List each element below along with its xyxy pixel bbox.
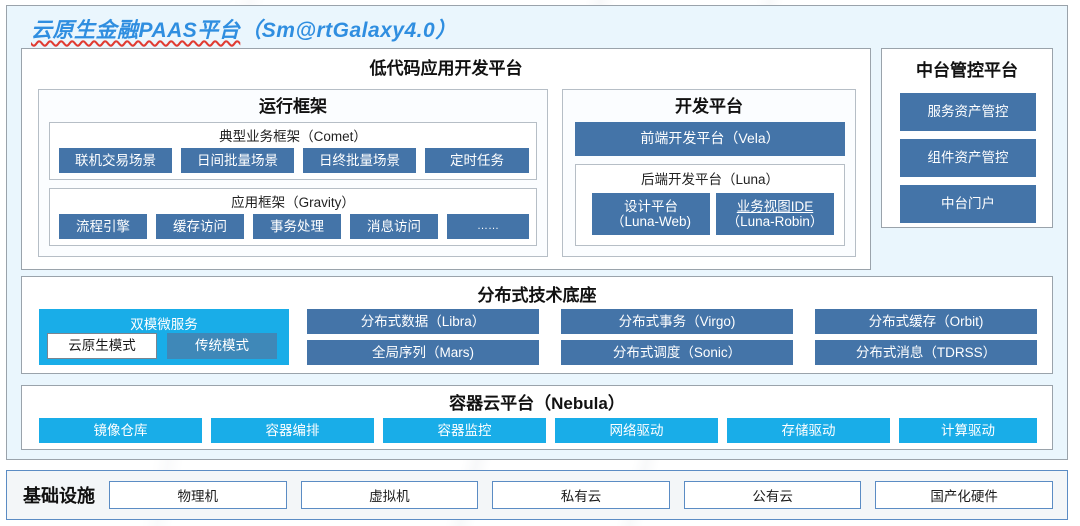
infrastructure-box-1[interactable]: 虚拟机: [300, 481, 479, 509]
midplatform-control-card: 中台管控平台 服务资产管控 组件资产管控 中台门户: [881, 48, 1053, 228]
infrastructure-box-0[interactable]: 物理机: [109, 481, 287, 509]
runtime-framework-title: 运行框架: [259, 97, 327, 116]
distributed-chip-0[interactable]: 分布式数据（Libra）: [307, 309, 539, 334]
lowcode-platform-title: 低代码应用开发平台: [369, 59, 523, 78]
page-title: 云原生金融PAAS平台（Sm@rtGalaxy4.0）: [31, 14, 457, 44]
backend-dev-platform-card: 后端开发平台（Luna） 设计平台 （Luna-Web) 业务视图IDE （Lu…: [575, 164, 845, 246]
infrastructure-box-3[interactable]: 公有云: [683, 481, 862, 509]
distributed-chip-1[interactable]: 全局序列（Mars): [307, 340, 539, 365]
dual-mode-microservice-title: 双模微服务: [130, 317, 198, 332]
midplatform-chip-0[interactable]: 服务资产管控: [900, 93, 1036, 131]
page-title-english: （Sm@rtGalaxy4.0）: [240, 19, 457, 42]
infrastructure-label: 基础设施: [23, 486, 95, 506]
luna-web-chip-line2: （Luna-Web): [610, 214, 692, 229]
infrastructure-panel: 基础设施 物理机 虚拟机 私有云 公有云 国产化硬件: [6, 470, 1068, 520]
luna-web-chip[interactable]: 设计平台 （Luna-Web): [592, 193, 710, 235]
gravity-chip-4[interactable]: ……: [447, 214, 529, 239]
gravity-chip-2[interactable]: 事务处理: [253, 214, 341, 239]
dual-mode-microservice-block: 双模微服务 云原生模式 传统模式: [39, 309, 289, 365]
comet-chip-3[interactable]: 定时任务: [425, 148, 529, 173]
comet-framework-card: 典型业务框架（Comet） 联机交易场景 日间批量场景 日终批量场景 定时任务: [49, 122, 537, 180]
gravity-chip-3[interactable]: 消息访问: [350, 214, 438, 239]
dual-mode-chip-cloudnative[interactable]: 云原生模式: [47, 333, 157, 359]
distributed-chip-2[interactable]: 分布式事务（Virgo): [561, 309, 793, 334]
infrastructure-items-row: 物理机 虚拟机 私有云 公有云 国产化硬件: [109, 481, 1067, 509]
container-cloud-card: 容器云平台（Nebula） 镜像仓库 容器编排 容器监控 网络驱动 存储驱动 计…: [21, 385, 1053, 450]
distributed-base-title: 分布式技术底座: [477, 286, 597, 305]
comet-framework-title: 典型业务框架（Comet）: [219, 129, 367, 144]
distributed-base-card: 分布式技术底座 双模微服务 云原生模式 传统模式 分布式数据（Libra） 全局…: [21, 276, 1053, 374]
gravity-framework-card: 应用框架（Gravity） 流程引擎 缓存访问 事务处理 消息访问 ……: [49, 188, 537, 246]
infrastructure-box-4[interactable]: 国产化硬件: [875, 481, 1053, 509]
midplatform-chip-2[interactable]: 中台门户: [900, 185, 1036, 223]
runtime-framework-card: 运行框架 典型业务框架（Comet） 联机交易场景 日间批量场景 日终批量场景 …: [38, 89, 548, 257]
development-platform-title: 开发平台: [675, 97, 743, 116]
distributed-chip-5[interactable]: 分布式消息（TDRSS）: [815, 340, 1037, 365]
platform-architecture-panel: 云原生金融PAAS平台（Sm@rtGalaxy4.0） 低代码应用开发平台 运行…: [6, 5, 1068, 460]
page-title-chinese: 云原生金融PAAS平台: [31, 19, 241, 42]
container-chip-0[interactable]: 镜像仓库: [39, 418, 202, 443]
luna-robin-chip-line1: 业务视图IDE: [736, 198, 814, 214]
backend-dev-platform-title: 后端开发平台（Luna）: [640, 172, 780, 187]
comet-chip-1[interactable]: 日间批量场景: [181, 148, 294, 173]
comet-chip-2[interactable]: 日终批量场景: [303, 148, 416, 173]
frontend-dev-platform-chip[interactable]: 前端开发平台（Vela）: [575, 122, 845, 156]
comet-chip-0[interactable]: 联机交易场景: [59, 148, 172, 173]
lowcode-platform-card: 低代码应用开发平台 运行框架 典型业务框架（Comet） 联机交易场景 日间批量…: [21, 48, 871, 270]
container-cloud-title: 容器云平台（Nebula）: [449, 394, 625, 413]
luna-robin-chip[interactable]: 业务视图IDE （Luna-Robin）: [716, 193, 834, 235]
dual-mode-chip-traditional[interactable]: 传统模式: [167, 333, 277, 359]
gravity-framework-title: 应用框架（Gravity）: [231, 195, 355, 210]
midplatform-chip-1[interactable]: 组件资产管控: [900, 139, 1036, 177]
distributed-chip-4[interactable]: 分布式缓存（Orbit): [815, 309, 1037, 334]
gravity-chip-1[interactable]: 缓存访问: [156, 214, 244, 239]
luna-web-chip-line1: 设计平台: [624, 198, 678, 214]
container-chip-5[interactable]: 计算驱动: [899, 418, 1037, 443]
distributed-chip-3[interactable]: 分布式调度（Sonic）: [561, 340, 793, 365]
container-chip-2[interactable]: 容器监控: [383, 418, 546, 443]
infrastructure-box-2[interactable]: 私有云: [492, 481, 670, 509]
container-chip-1[interactable]: 容器编排: [211, 418, 374, 443]
container-chip-3[interactable]: 网络驱动: [555, 418, 718, 443]
container-chip-4[interactable]: 存储驱动: [727, 418, 890, 443]
midplatform-control-title: 中台管控平台: [916, 61, 1018, 80]
luna-robin-chip-line2: （Luna-Robin）: [726, 214, 824, 229]
development-platform-card: 开发平台 前端开发平台（Vela） 后端开发平台（Luna） 设计平台 （Lun…: [562, 89, 856, 257]
gravity-chip-0[interactable]: 流程引擎: [59, 214, 147, 239]
